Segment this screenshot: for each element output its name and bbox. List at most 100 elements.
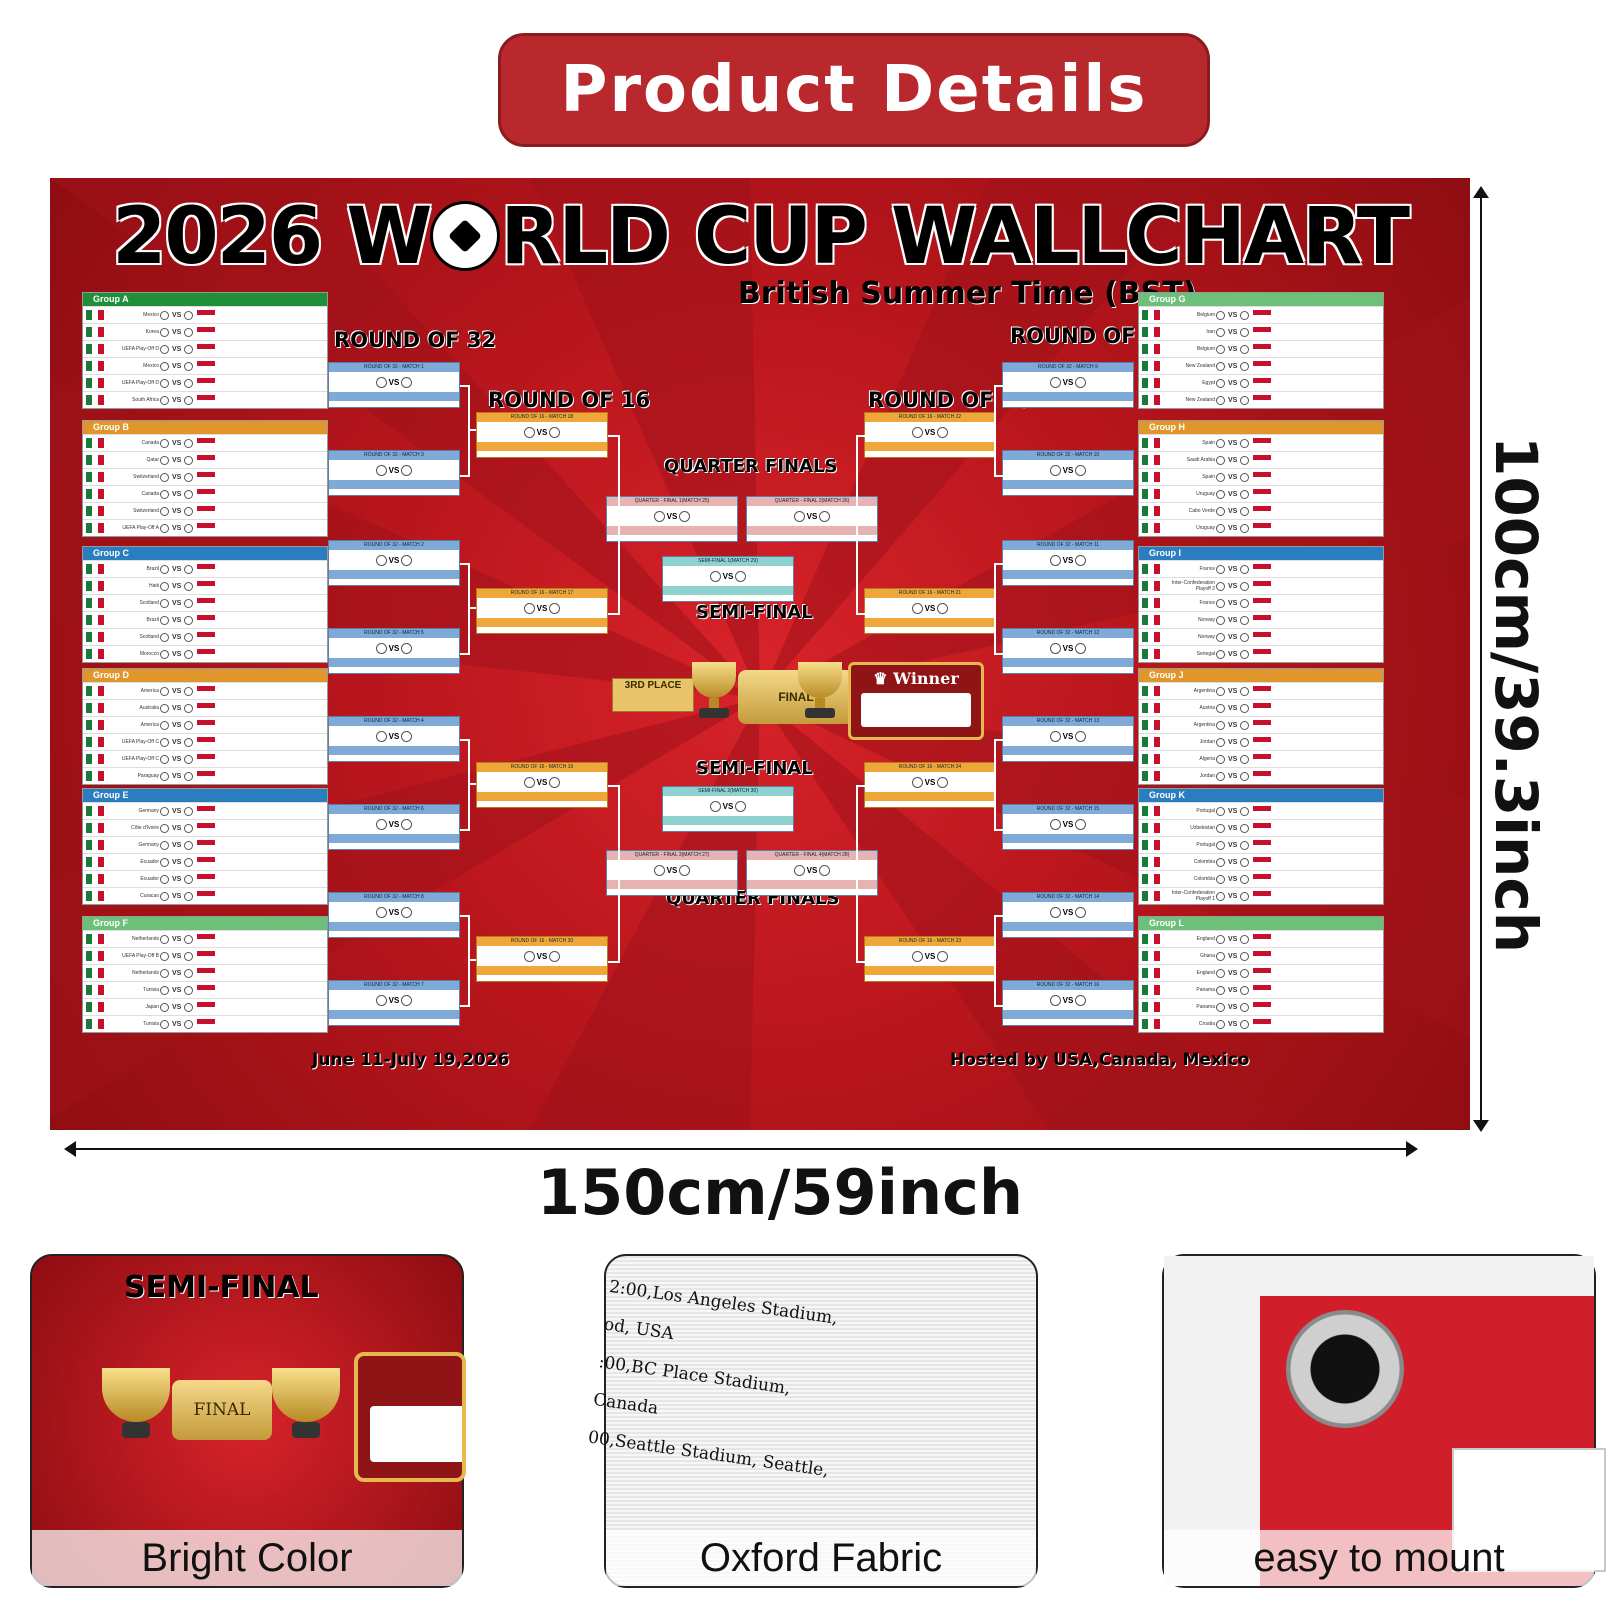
score-circle[interactable] (184, 523, 194, 533)
score-circle[interactable] (1240, 615, 1250, 625)
score-circle[interactable] (1240, 1002, 1250, 1012)
score-circle[interactable] (793, 510, 805, 522)
score-circle[interactable] (1049, 376, 1061, 388)
score-circle[interactable] (184, 823, 194, 833)
score-circle[interactable] (1240, 472, 1250, 482)
score-circle[interactable] (1216, 395, 1225, 405)
score-circle[interactable] (375, 376, 387, 388)
score-circle[interactable] (1240, 438, 1250, 448)
score-circle[interactable] (1216, 840, 1225, 850)
score-circle[interactable] (160, 737, 169, 747)
score-circle[interactable] (549, 950, 561, 962)
score-circle[interactable] (1240, 968, 1250, 978)
score-circle[interactable] (549, 776, 561, 788)
score-circle[interactable] (1216, 703, 1225, 713)
score-circle[interactable] (819, 864, 831, 876)
score-circle[interactable] (1216, 857, 1225, 867)
score-circle[interactable] (1216, 737, 1225, 747)
score-circle[interactable] (1216, 823, 1225, 833)
score-circle[interactable] (653, 864, 665, 876)
score-circle[interactable] (1216, 686, 1225, 696)
score-circle[interactable] (184, 489, 194, 499)
score-circle[interactable] (184, 506, 194, 516)
score-circle[interactable] (1216, 1002, 1225, 1012)
score-circle[interactable] (1216, 968, 1225, 978)
score-circle[interactable] (401, 906, 413, 918)
score-circle[interactable] (549, 602, 561, 614)
score-circle[interactable] (1216, 934, 1225, 944)
score-circle[interactable] (1216, 649, 1225, 659)
score-circle[interactable] (1240, 632, 1250, 642)
score-circle[interactable] (184, 840, 194, 850)
score-circle[interactable] (1240, 344, 1250, 354)
score-circle[interactable] (160, 1019, 169, 1029)
score-circle[interactable] (184, 737, 194, 747)
score-circle[interactable] (1240, 598, 1250, 608)
score-circle[interactable] (1240, 649, 1250, 659)
score-circle[interactable] (1216, 327, 1225, 337)
score-circle[interactable] (160, 615, 169, 625)
score-circle[interactable] (1240, 951, 1250, 961)
score-circle[interactable] (1240, 891, 1250, 901)
score-circle[interactable] (1240, 523, 1250, 533)
score-circle[interactable] (160, 771, 169, 781)
score-circle[interactable] (375, 642, 387, 654)
score-circle[interactable] (1216, 985, 1225, 995)
score-circle[interactable] (911, 426, 923, 438)
score-circle[interactable] (1216, 489, 1225, 499)
score-circle[interactable] (1216, 361, 1225, 371)
score-circle[interactable] (184, 720, 194, 730)
score-circle[interactable] (184, 632, 194, 642)
score-circle[interactable] (1240, 840, 1250, 850)
score-circle[interactable] (160, 489, 169, 499)
score-circle[interactable] (1240, 455, 1250, 465)
score-circle[interactable] (1216, 378, 1225, 388)
score-circle[interactable] (160, 632, 169, 642)
score-circle[interactable] (184, 874, 194, 884)
score-circle[interactable] (1240, 703, 1250, 713)
score-circle[interactable] (160, 472, 169, 482)
score-circle[interactable] (184, 985, 194, 995)
score-circle[interactable] (653, 510, 665, 522)
score-circle[interactable] (160, 327, 169, 337)
score-circle[interactable] (375, 464, 387, 476)
score-circle[interactable] (184, 934, 194, 944)
score-circle[interactable] (160, 985, 169, 995)
score-circle[interactable] (1240, 361, 1250, 371)
score-circle[interactable] (160, 564, 169, 574)
score-circle[interactable] (1216, 581, 1225, 591)
score-circle[interactable] (1240, 506, 1250, 516)
score-circle[interactable] (937, 426, 949, 438)
score-circle[interactable] (160, 720, 169, 730)
score-circle[interactable] (1216, 754, 1225, 764)
score-circle[interactable] (1216, 1019, 1225, 1029)
score-circle[interactable] (401, 376, 413, 388)
score-circle[interactable] (1049, 818, 1061, 830)
score-circle[interactable] (1240, 754, 1250, 764)
score-circle[interactable] (184, 564, 194, 574)
score-circle[interactable] (160, 686, 169, 696)
score-circle[interactable] (184, 649, 194, 659)
score-circle[interactable] (937, 776, 949, 788)
score-circle[interactable] (1240, 720, 1250, 730)
score-circle[interactable] (709, 570, 721, 582)
score-circle[interactable] (160, 598, 169, 608)
score-circle[interactable] (1075, 994, 1087, 1006)
score-circle[interactable] (184, 344, 194, 354)
score-circle[interactable] (1216, 523, 1225, 533)
score-circle[interactable] (1075, 906, 1087, 918)
score-circle[interactable] (184, 686, 194, 696)
score-circle[interactable] (1216, 632, 1225, 642)
score-circle[interactable] (523, 776, 535, 788)
score-circle[interactable] (184, 891, 194, 901)
score-circle[interactable] (184, 438, 194, 448)
score-circle[interactable] (1216, 438, 1225, 448)
score-circle[interactable] (1049, 730, 1061, 742)
score-circle[interactable] (184, 703, 194, 713)
score-circle[interactable] (1240, 686, 1250, 696)
score-circle[interactable] (184, 754, 194, 764)
score-circle[interactable] (1240, 806, 1250, 816)
score-circle[interactable] (184, 771, 194, 781)
score-circle[interactable] (735, 800, 747, 812)
score-circle[interactable] (160, 649, 169, 659)
